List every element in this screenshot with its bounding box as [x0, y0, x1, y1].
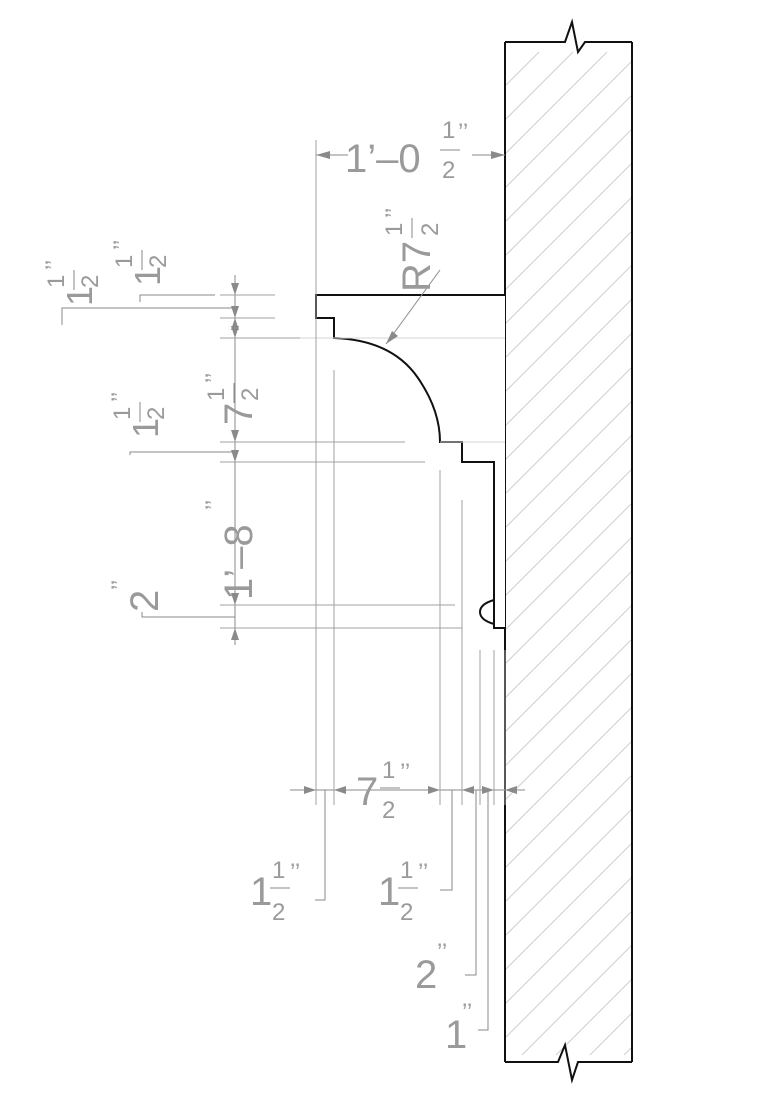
- hatch-line: [504, 604, 633, 733]
- svg-text:1: 1: [43, 275, 70, 288]
- hatch-line: [504, 51, 540, 87]
- frieze-height-dimension: 1’–8 ’’: [201, 500, 261, 600]
- svg-text:’’: ’’: [41, 260, 68, 270]
- hatch-line: [504, 128, 633, 257]
- svg-text:2: 2: [400, 899, 413, 926]
- cove-height-dimension: 7 1 2 ’’: [201, 373, 264, 425]
- bottom-left-step-dimension: 1 1 2 ’’: [250, 857, 300, 926]
- svg-text:1: 1: [127, 266, 168, 286]
- hatch-line: [504, 400, 633, 529]
- svg-text:1: 1: [111, 255, 138, 268]
- bead-depth-dimension: 2 ’’: [415, 939, 447, 997]
- svg-text:1: 1: [59, 286, 100, 306]
- hatch-line: [504, 672, 633, 801]
- hatch-line: [504, 910, 633, 1039]
- svg-text:2: 2: [143, 407, 170, 420]
- wall-hatch: [504, 51, 633, 1056]
- svg-text:1: 1: [109, 407, 136, 420]
- hatch-line: [504, 264, 633, 393]
- hatch-line: [504, 60, 633, 189]
- lower-step-dimension: 1 1 2 ’’: [107, 392, 170, 438]
- svg-text:1: 1: [125, 418, 166, 438]
- svg-text:2: 2: [272, 899, 285, 926]
- hatch-line: [504, 876, 633, 1005]
- svg-text:1: 1: [445, 1013, 467, 1057]
- cornice-profile: [315, 294, 505, 629]
- svg-text:1: 1: [378, 870, 400, 914]
- svg-text:’’: ’’: [201, 373, 228, 383]
- hatch-line: [504, 298, 633, 427]
- hatch-line: [504, 468, 633, 597]
- cove-depth-dimension: 7 1 2 ’’: [356, 757, 410, 824]
- radius-mark: ’’: [381, 208, 408, 218]
- overall-projection-den: 2: [442, 157, 455, 184]
- svg-text:’’: ’’: [418, 859, 428, 886]
- svg-text:’’: ’’: [400, 759, 410, 786]
- svg-text:1’–8: 1’–8: [217, 524, 261, 600]
- hatch-line: [623, 1046, 633, 1056]
- svg-text:’’: ’’: [290, 859, 300, 886]
- hatch-line: [589, 1012, 633, 1056]
- svg-text:7: 7: [217, 403, 261, 425]
- radius-den: 2: [417, 223, 444, 236]
- hatch-line: [504, 706, 633, 835]
- svg-text:’’: ’’: [107, 580, 134, 590]
- bead-dimension: 2 ’’: [107, 580, 167, 612]
- hatch-line: [504, 808, 633, 937]
- overall-projection-num: 1: [442, 117, 455, 144]
- svg-text:1: 1: [382, 757, 395, 784]
- svg-text:1: 1: [250, 870, 272, 914]
- bottom-mid-step-dimension: 1 1 2 ’’: [378, 857, 428, 926]
- svg-text:2: 2: [123, 590, 167, 612]
- board-depth-dimension: 1 ’’: [445, 999, 472, 1057]
- horizontal-dimension-chain: [290, 260, 525, 1031]
- hatch-line: [521, 944, 633, 1056]
- hatch-line: [504, 740, 633, 869]
- hatch-line: [504, 434, 633, 563]
- hatch-line: [504, 51, 608, 155]
- hatch-line: [504, 842, 633, 971]
- radius-label: R7: [395, 241, 439, 292]
- hatch-line: [555, 978, 633, 1056]
- hatch-line: [504, 536, 633, 665]
- svg-text:2: 2: [382, 797, 395, 824]
- hatch-line: [504, 332, 633, 461]
- svg-text:2: 2: [145, 255, 172, 268]
- hatch-line: [504, 570, 633, 699]
- svg-text:1: 1: [203, 388, 230, 401]
- radius-dimension: R7 1 2 ’’: [381, 208, 444, 345]
- hatch-line: [504, 230, 633, 359]
- top-step-2-dimension: 1 1 2 ’’: [109, 240, 172, 286]
- hatch-line: [504, 162, 633, 291]
- svg-text:’’: ’’: [109, 240, 136, 250]
- svg-text:’’: ’’: [462, 999, 472, 1026]
- svg-text:7: 7: [356, 770, 378, 814]
- hatch-line: [504, 94, 633, 223]
- radius-num: 1: [381, 223, 408, 236]
- svg-text:’’: ’’: [107, 392, 134, 402]
- svg-text:1: 1: [400, 857, 413, 884]
- svg-text:1: 1: [272, 857, 285, 884]
- wall-top-break: [505, 18, 632, 55]
- wall-section: [504, 18, 633, 1084]
- overall-projection-label: 1’–0: [345, 137, 421, 181]
- hatch-line: [504, 774, 633, 903]
- svg-text:2: 2: [77, 275, 104, 288]
- svg-text:2: 2: [415, 953, 437, 997]
- vertical-dimension-chain: [61, 275, 462, 645]
- hatch-line: [504, 638, 633, 767]
- hatch-line: [504, 366, 633, 495]
- overall-projection-mark: ’’: [458, 119, 468, 146]
- svg-text:2: 2: [237, 388, 264, 401]
- wall-bottom-break: [505, 1041, 632, 1084]
- hatch-line: [504, 502, 633, 631]
- hatch-line: [504, 196, 633, 325]
- svg-text:’’: ’’: [201, 500, 228, 510]
- overall-projection-dimension: 1’–0 1 2 ’’: [315, 117, 505, 260]
- svg-text:’’: ’’: [437, 939, 447, 966]
- top-step-1-dimension: 1 1 2 ’’: [41, 260, 104, 306]
- hatch-line: [504, 51, 574, 121]
- construction-lines: [300, 337, 505, 443]
